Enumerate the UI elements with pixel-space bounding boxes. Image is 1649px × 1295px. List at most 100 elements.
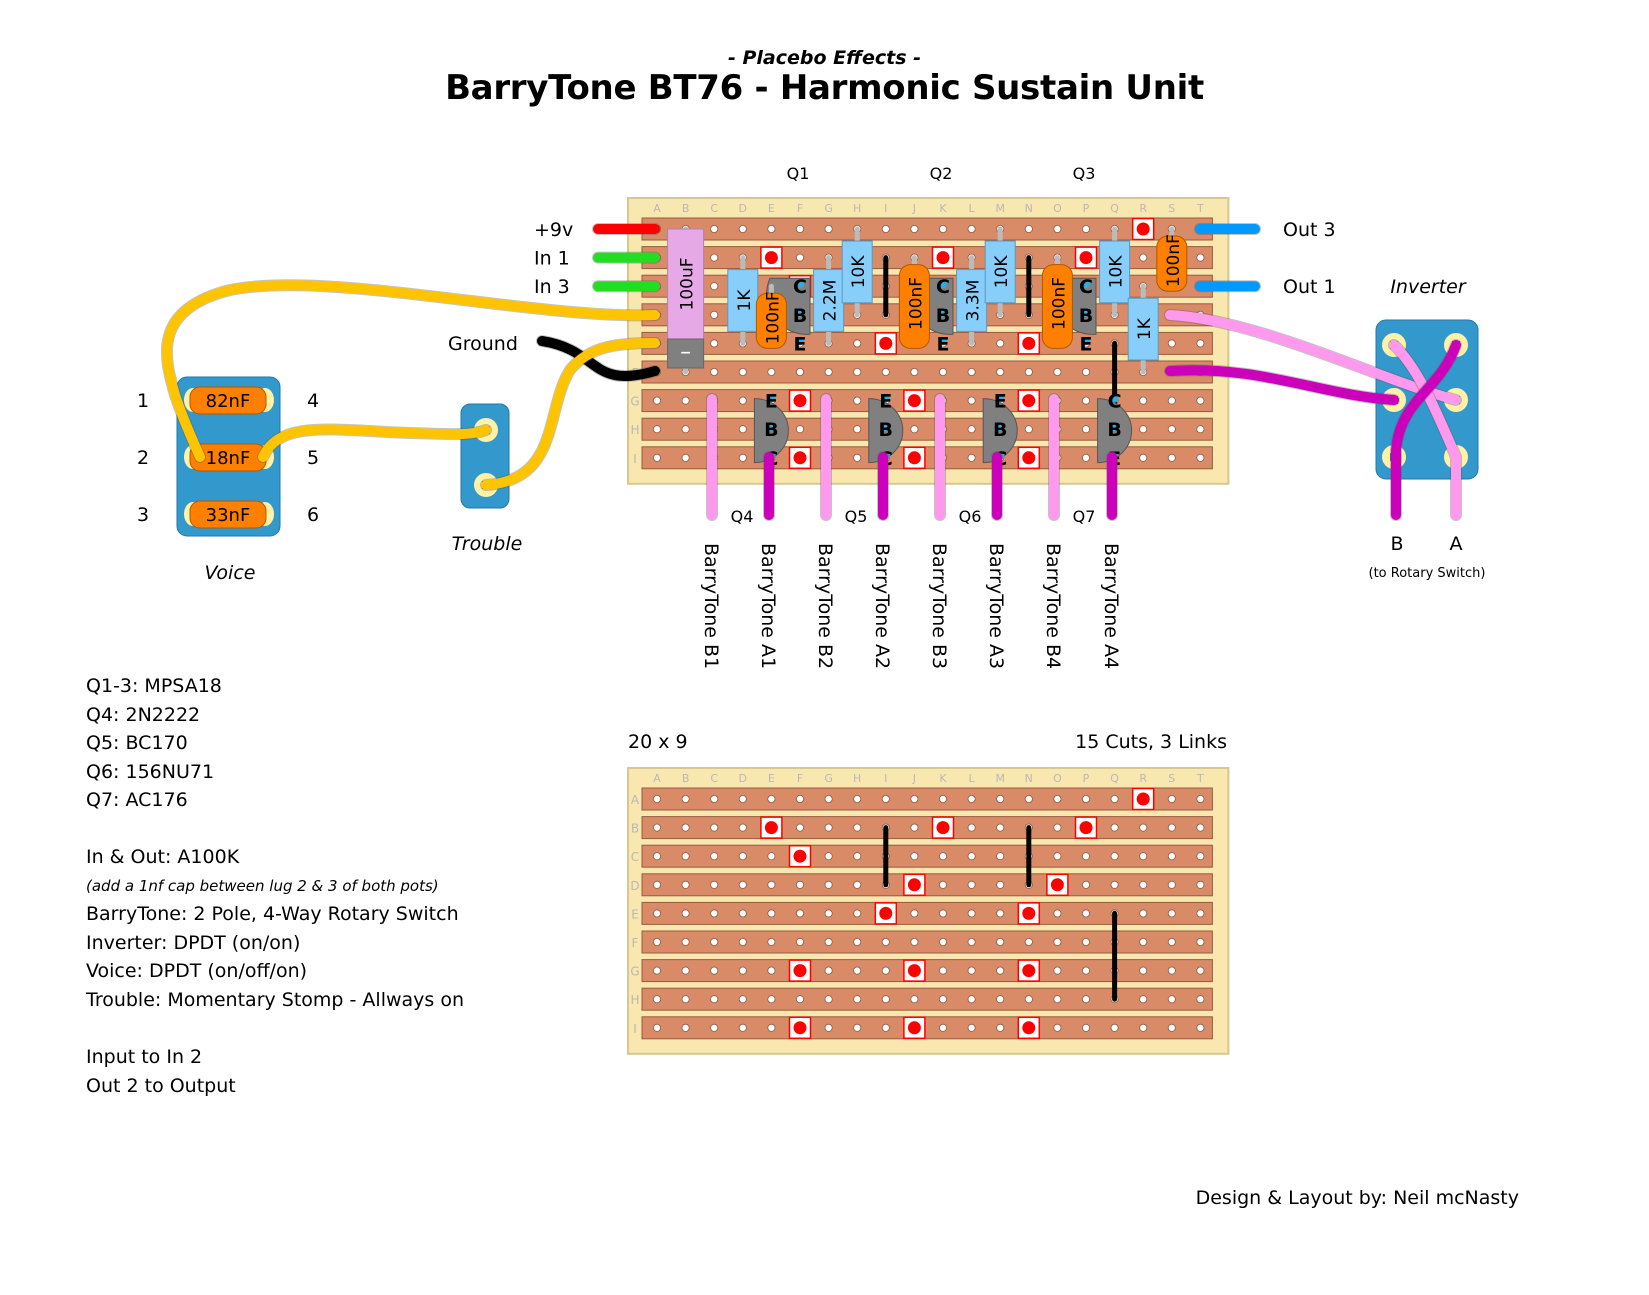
track-cut-mark (793, 849, 807, 863)
copper-strip (641, 844, 1213, 868)
hole (681, 453, 690, 462)
hole (710, 339, 719, 348)
column-label: D (739, 202, 747, 215)
column-label: Q (1110, 202, 1119, 215)
hole (1110, 880, 1119, 889)
transistor-pin (796, 337, 804, 346)
hole (738, 795, 747, 804)
resistor-value: 2.2M (821, 280, 841, 322)
column-label: D (739, 772, 747, 785)
transistor-pin-label: B (879, 419, 893, 441)
hole (824, 367, 833, 376)
hole (681, 852, 690, 861)
hole (796, 224, 805, 233)
hole (853, 938, 862, 947)
hole (824, 966, 833, 975)
transistor-pin-label: B (764, 419, 778, 441)
row-label: G (630, 965, 639, 979)
hole (1139, 453, 1148, 462)
hole (910, 938, 919, 947)
barrytone-label: BarryTone B3 (928, 543, 950, 669)
column-label: K (939, 772, 947, 785)
lug-number: 2 (137, 447, 149, 469)
hole (1167, 909, 1176, 918)
hole (996, 367, 1005, 376)
hole (738, 995, 747, 1004)
hole (967, 852, 976, 861)
hole (1196, 995, 1205, 1004)
track-cut-mark (1022, 394, 1036, 408)
track-cut-mark (907, 451, 921, 465)
wire-inverter-b (1391, 340, 1461, 520)
hole (653, 425, 662, 434)
transistor-pin-label: C (936, 276, 950, 298)
credit: Design & Layout by: Neil mcNasty (1195, 1187, 1519, 1209)
hole (681, 909, 690, 918)
transistor-pin (1082, 308, 1090, 317)
hole (710, 909, 719, 918)
resistor-value: 1K (735, 289, 755, 312)
hole (681, 795, 690, 804)
transistor-pin-label: C (1079, 276, 1093, 298)
ceramic-capacitor (898, 264, 930, 349)
hole (1139, 909, 1148, 918)
control-note: Inverter: DPDT (on/on) (86, 931, 301, 954)
track-cut-mark (1022, 451, 1036, 465)
wire-label-ground: Ground (448, 333, 518, 355)
track-cut-mark (793, 394, 807, 408)
hole (939, 909, 948, 918)
hole (1082, 453, 1091, 462)
hole (710, 938, 719, 947)
hole (653, 795, 662, 804)
hole (1167, 396, 1176, 405)
hole (767, 367, 776, 376)
hole (853, 880, 862, 889)
hole (767, 224, 776, 233)
capacitor-value: 100nF (906, 277, 926, 330)
hole (1053, 966, 1062, 975)
hole (681, 425, 690, 434)
hole (881, 995, 890, 1004)
track-cut-mark (1022, 336, 1036, 350)
hole (1196, 938, 1205, 947)
hole (853, 795, 862, 804)
hole (967, 425, 976, 434)
hole (710, 852, 719, 861)
hole (910, 224, 919, 233)
track-cut-mark (936, 251, 950, 265)
transistor-label: Q6 (959, 507, 982, 526)
hole (1196, 339, 1205, 348)
hole (653, 823, 662, 832)
hole (881, 367, 890, 376)
hole (824, 852, 833, 861)
hole (967, 938, 976, 947)
capacitor-value: 100nF (1049, 277, 1069, 330)
resistor (1127, 297, 1159, 361)
hole (910, 852, 919, 861)
hole (910, 995, 919, 1004)
board-size-label: 20 x 9 (628, 731, 688, 753)
hole (824, 909, 833, 918)
voice-capacitor-value: 18nF (206, 448, 251, 469)
hole (1139, 425, 1148, 434)
transistor-pin (939, 308, 947, 317)
hole (853, 909, 862, 918)
hole (824, 880, 833, 889)
resistor (841, 240, 873, 304)
transistor-pin-label: B (993, 419, 1007, 441)
hole (796, 995, 805, 1004)
transistor-pin (881, 394, 890, 403)
hole (767, 1023, 776, 1032)
hole (653, 995, 662, 1004)
column-label: E (768, 772, 775, 785)
resistor (1099, 240, 1131, 304)
transistor-pin-label: E (1080, 333, 1093, 355)
transistor-pin (1110, 423, 1119, 432)
hole (967, 1023, 976, 1032)
hole (796, 938, 805, 947)
hole (996, 966, 1005, 975)
track-cut-mark (907, 394, 921, 408)
hole (738, 367, 747, 376)
